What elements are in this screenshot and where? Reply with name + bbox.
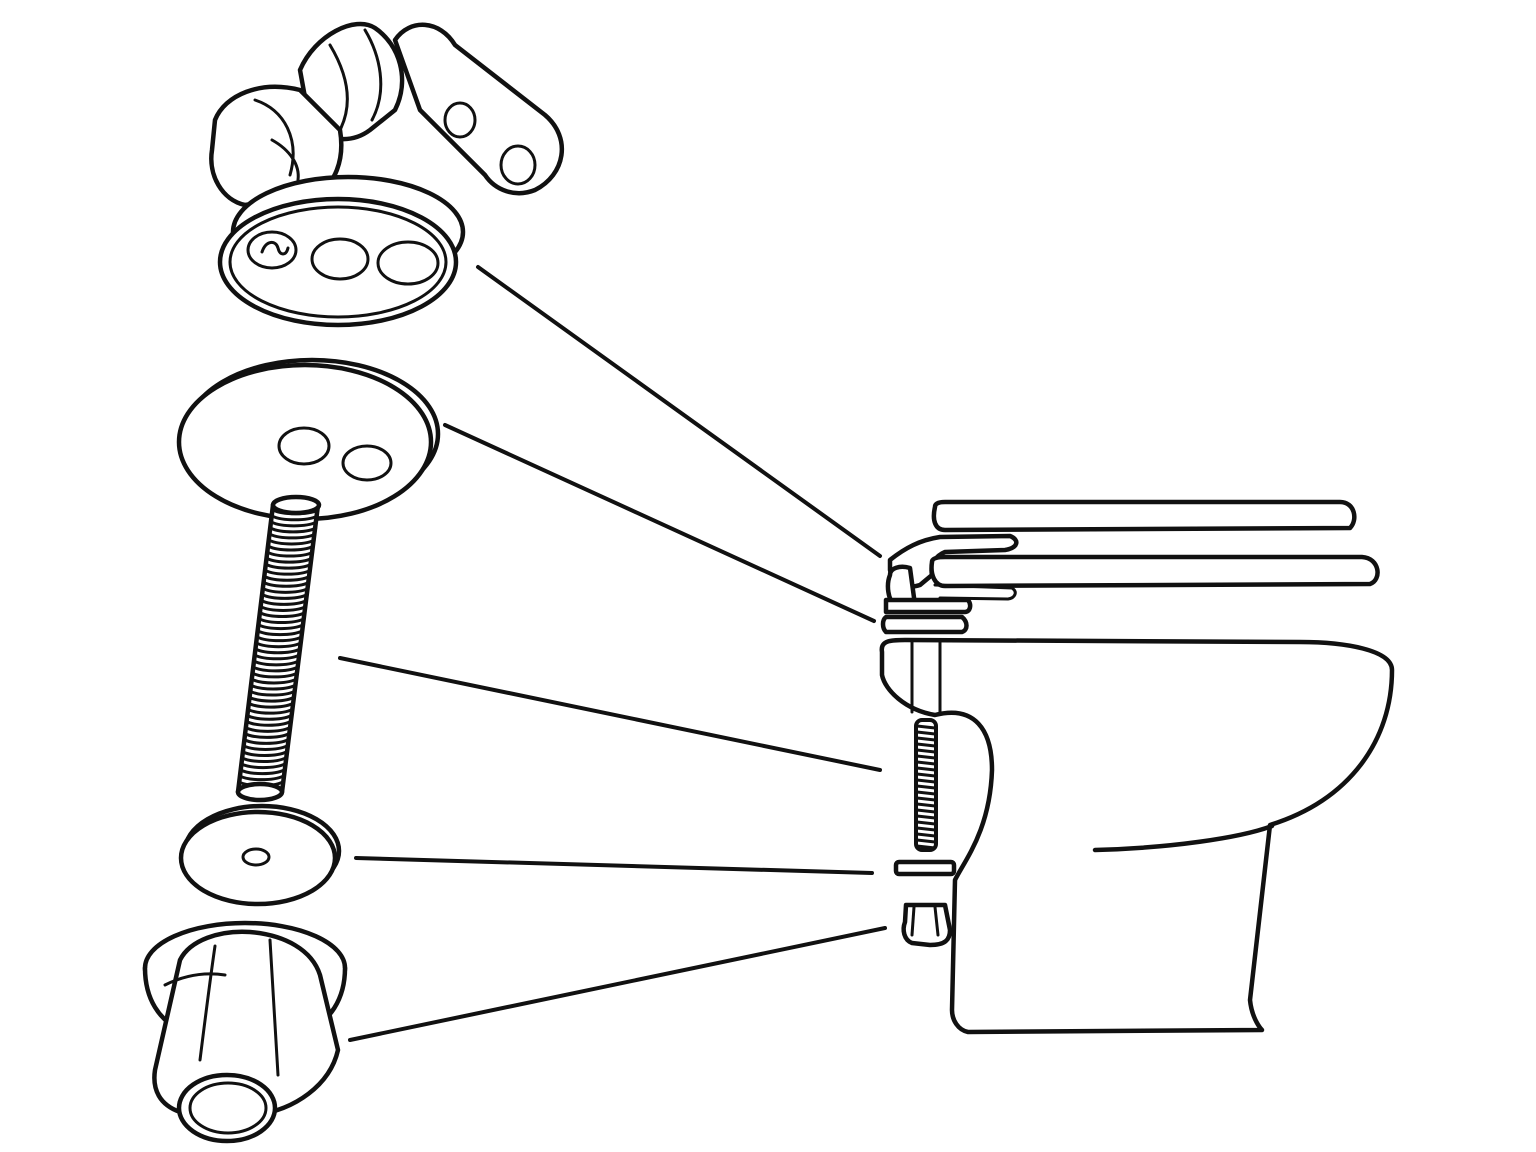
bolt-thread-ridge xyxy=(247,701,295,709)
bolt-thread-ridge xyxy=(239,762,287,770)
bolt-thread-ridge xyxy=(916,766,936,772)
bolt-thread-ridge xyxy=(271,508,320,516)
bolt-thread-ridge xyxy=(253,653,301,661)
bolt-thread-ridge xyxy=(268,532,317,540)
bolt-thread-ridge xyxy=(257,623,305,631)
bolt-thread-ridge xyxy=(916,742,936,748)
nut-icon xyxy=(142,920,348,1144)
toilet-icon xyxy=(879,499,1395,1035)
bolt-thread-ridge xyxy=(260,593,309,600)
bolt-thread-ridge xyxy=(916,814,936,820)
bolt-thread-ridge xyxy=(258,611,307,618)
bolt-thread-ridge xyxy=(238,768,286,776)
bolt-thread-ridge xyxy=(251,665,300,673)
bolt-thread-ridge xyxy=(250,677,298,685)
bolt-thread-ridge xyxy=(916,760,936,766)
bolt-thread-ridge xyxy=(916,838,936,844)
bolt-thread-ridge xyxy=(257,617,306,625)
bolt-thread-ridge xyxy=(266,544,315,552)
washer-plate-icon xyxy=(176,357,441,522)
bolt-thread-ridge xyxy=(916,784,936,790)
bolt-thread-ridge xyxy=(916,730,936,736)
leader-line-small-washer xyxy=(354,856,874,875)
bolt-thread-ridge xyxy=(916,748,936,754)
bolt-thread-ridge xyxy=(254,641,303,649)
bolt-thread-ridge xyxy=(916,832,936,838)
bolt-thread-ridge xyxy=(241,744,289,751)
bolt-thread-ridge xyxy=(916,808,936,814)
bolt-thread-ridge xyxy=(269,526,318,534)
bolt-thread-ridge xyxy=(252,659,300,667)
bolt-thread-ridge xyxy=(250,671,299,679)
bolt-thread-ridge xyxy=(254,647,302,655)
bolt-thread-ridge xyxy=(244,720,293,727)
bolt-thread-ridge xyxy=(916,736,936,742)
threaded-bolt-icon xyxy=(235,494,322,803)
bolt-thread-ridge xyxy=(244,726,292,733)
bolt-thread-ridge xyxy=(264,562,313,570)
bolt-thread-ridge xyxy=(259,605,307,612)
bolt-thread-ridge xyxy=(916,820,936,826)
bolt-thread-ridge xyxy=(248,689,297,697)
leader-lines xyxy=(338,265,887,1042)
bolt-thread-ridge xyxy=(916,802,936,808)
bolt-thread-ridge xyxy=(916,754,936,760)
leader-line-washer-plate xyxy=(443,423,876,623)
bolt-thread-ridge xyxy=(242,738,290,745)
toilet-seat-hinge-icon xyxy=(209,21,565,328)
bolt-thread-ridge xyxy=(916,724,936,730)
bolt-thread-ridge xyxy=(260,599,308,606)
bolt-thread-ridge xyxy=(246,707,294,715)
leader-line-hinge xyxy=(476,265,882,558)
bolt-thread-ridge xyxy=(916,790,936,796)
bolt-thread-ridge xyxy=(243,732,291,739)
leader-line-bolt xyxy=(338,656,882,772)
bolt-thread-ridge xyxy=(916,778,936,784)
bolt-thread-ridge xyxy=(916,844,936,850)
bolt-thread-ridge xyxy=(261,587,310,594)
bolt-thread-ridge xyxy=(249,683,297,691)
bolt-thread-ridge xyxy=(269,520,318,528)
bolt-thread-ridge xyxy=(916,826,936,832)
washer-icon xyxy=(178,803,342,907)
bolt-thread-ridge xyxy=(238,774,286,782)
bolt-thread-ridge xyxy=(245,713,293,721)
leader-line-nut xyxy=(348,926,887,1042)
bolt-thread-ridge xyxy=(270,514,319,522)
bolt-thread-ridge xyxy=(240,756,288,764)
bolt-thread-ridge xyxy=(262,581,311,588)
bolt-thread-ridge xyxy=(916,796,936,802)
bolt-thread-ridge xyxy=(916,772,936,778)
bolt-thread-ridge xyxy=(241,750,289,757)
bolt-thread-ridge xyxy=(247,695,296,703)
bolt-thread-ridge xyxy=(255,635,304,643)
bolt-thread-ridge xyxy=(267,538,316,546)
bolt-thread-ridge xyxy=(265,556,314,564)
bolt-thread-ridge xyxy=(263,568,312,576)
bolt-thread-ridge xyxy=(263,574,311,582)
bolt-thread-ridge xyxy=(266,550,315,558)
bolt-thread-ridge xyxy=(256,629,304,637)
